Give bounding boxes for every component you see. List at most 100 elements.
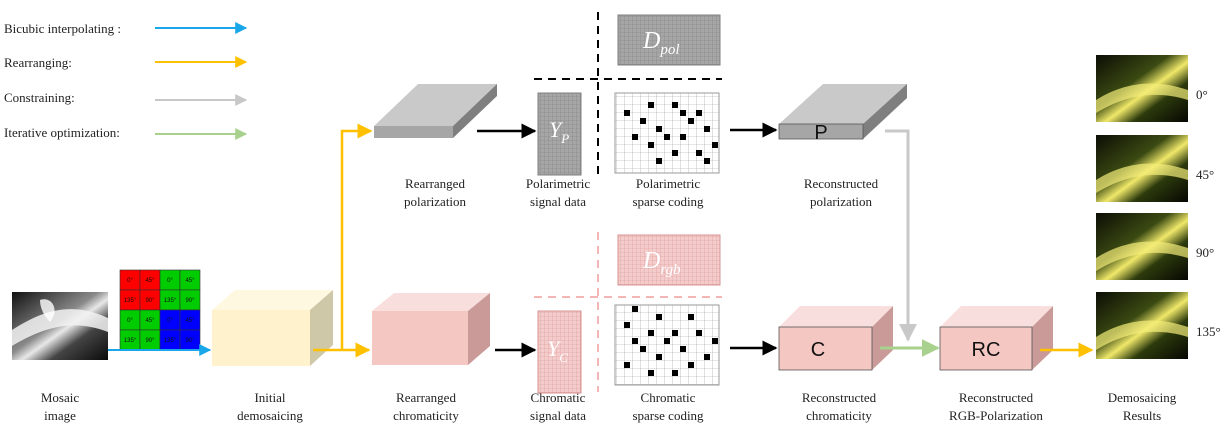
sparse-coefficient bbox=[648, 330, 654, 336]
angle-label: 135° bbox=[1196, 324, 1221, 339]
sparse-coefficient bbox=[632, 134, 638, 140]
sparse-coefficient bbox=[656, 158, 662, 164]
mosaic-cell-label: 135° bbox=[124, 338, 137, 344]
polarimetric-signal-data: YP bbox=[537, 92, 582, 176]
sparse-coefficient bbox=[656, 354, 662, 360]
mosaic-cell-label: 90° bbox=[145, 338, 155, 344]
label-initial-line1: Initial bbox=[254, 390, 285, 405]
reconstructed-polarization-slab: P bbox=[778, 84, 907, 144]
result-highlight bbox=[1096, 241, 1188, 271]
sparse-coefficient bbox=[632, 338, 638, 344]
arrow-constraining bbox=[885, 129, 917, 342]
mosaic-cell-label: 45° bbox=[145, 278, 155, 284]
sparse-coefficient bbox=[712, 142, 718, 148]
legend-label-constraining: Constraining: bbox=[4, 90, 75, 105]
mosaic-cell-label: 0° bbox=[167, 278, 173, 284]
label-recon-chr-line2: chromaticity bbox=[806, 408, 872, 423]
sparse-coefficient bbox=[712, 338, 718, 344]
symbol-yc: YC bbox=[547, 336, 568, 365]
rearranged-polarization-slab bbox=[374, 84, 497, 138]
sparse-coefficient bbox=[624, 362, 630, 368]
sparse-coefficient bbox=[672, 370, 678, 376]
label-mosaic-line2: image bbox=[44, 408, 76, 423]
mosaic-cell-label: 45° bbox=[185, 278, 195, 284]
label-recon-pol-line1: Reconstructed bbox=[804, 176, 879, 191]
label-rearr-chr-line2: chromaticity bbox=[393, 408, 459, 423]
label-pol-signal-line2: signal data bbox=[530, 194, 586, 209]
sparse-coefficient bbox=[680, 346, 686, 352]
dictionary-drgb: Drgb bbox=[617, 234, 721, 286]
mosaic-cell-label: 90° bbox=[145, 298, 155, 304]
sparse-coefficient bbox=[696, 330, 702, 336]
mosaic-image bbox=[12, 292, 108, 360]
mosaic-cell-label: 0° bbox=[127, 278, 133, 284]
mosaic-cell-label: 135° bbox=[124, 298, 137, 304]
sparse-coefficient bbox=[656, 314, 662, 320]
sparse-coefficient bbox=[648, 102, 654, 108]
cube-letter-rc: RC bbox=[972, 339, 1001, 361]
label-chr-sparse-line1: Chromatic bbox=[641, 390, 696, 405]
sparse-coefficient bbox=[696, 150, 702, 156]
reconstructed-chromaticity-cube: C bbox=[778, 306, 893, 371]
sparse-coefficient bbox=[672, 330, 678, 336]
sparse-coefficient bbox=[640, 346, 646, 352]
result-highlight bbox=[1096, 320, 1188, 350]
mosaic-cell-label: 0° bbox=[127, 318, 133, 324]
label-rearr-pol-line2: polarization bbox=[404, 194, 467, 209]
sparse-coefficient bbox=[632, 306, 638, 312]
sparse-coefficient bbox=[680, 134, 686, 140]
dictionary-dpol: Dpol bbox=[617, 14, 721, 66]
label-recon-pol-line2: polarization bbox=[810, 194, 873, 209]
sparse-coefficient bbox=[624, 322, 630, 328]
polarimetric-sparse-coding bbox=[614, 92, 720, 174]
sparse-coefficient bbox=[688, 362, 694, 368]
sparse-coefficient bbox=[664, 134, 670, 140]
mosaic-cell-label: 90° bbox=[185, 298, 195, 304]
chromatic-signal-data: YC bbox=[537, 310, 582, 394]
sparse-coefficient bbox=[696, 110, 702, 116]
label-recon-chr-line1: Reconstructed bbox=[802, 390, 877, 405]
result-highlight bbox=[1096, 163, 1188, 193]
sparse-coefficient bbox=[640, 118, 646, 124]
sparse-coefficient bbox=[664, 338, 670, 344]
label-initial-line2: demosaicing bbox=[237, 408, 303, 423]
cube-letter-c: C bbox=[811, 339, 825, 361]
label-chr-signal-line1: Chromatic bbox=[531, 390, 586, 405]
cube-letter-p: P bbox=[814, 122, 827, 144]
mosaic-cell-label: 45° bbox=[185, 318, 195, 324]
symbol-yp: YP bbox=[549, 117, 569, 146]
legend-label-rearranging: Rearranging: bbox=[4, 55, 72, 70]
sparse-coefficient bbox=[704, 126, 710, 132]
sparse-coefficient bbox=[704, 158, 710, 164]
label-rearr-chr-line1: Rearranged bbox=[396, 390, 456, 405]
sparse-coefficient bbox=[672, 150, 678, 156]
rearranged-chromaticity-cube bbox=[372, 293, 490, 365]
label-chr-signal-line2: signal data bbox=[530, 408, 586, 423]
legend-label-iterative: Iterative optimization: bbox=[4, 125, 120, 140]
label-chr-sparse-line2: sparse coding bbox=[632, 408, 704, 423]
result-highlight bbox=[1096, 83, 1188, 113]
sparse-coefficient bbox=[656, 126, 662, 132]
angle-label: 45° bbox=[1196, 167, 1214, 182]
mosaic-cell-label: 90° bbox=[185, 338, 195, 344]
chromatic-sparse-coding bbox=[614, 304, 720, 386]
angle-label: 90° bbox=[1196, 245, 1214, 260]
svg-text:Dpol: Dpol bbox=[642, 28, 680, 58]
sparse-coefficient bbox=[624, 110, 630, 116]
demosaicing-results: 0° 45° 90° 135° bbox=[1096, 55, 1221, 359]
mosaic-cell-label: 45° bbox=[145, 318, 155, 324]
label-pol-sparse-line2: sparse coding bbox=[632, 194, 704, 209]
label-rearr-pol-line1: Rearranged bbox=[405, 176, 465, 191]
angle-label: 0° bbox=[1196, 87, 1208, 102]
polarization-mosaic-grid: 0° 45° 0° 45° 135° 90° 135° 90° 0° 45° 0° 45° 135° 90… bbox=[119, 269, 201, 351]
mosaic-cell-label: 135° bbox=[164, 298, 177, 304]
mosaic-cell-label: 135° bbox=[164, 338, 177, 344]
sparse-coefficient bbox=[688, 118, 694, 124]
arrow-rearrange-polarization bbox=[340, 123, 373, 350]
svg-text:Drgb: Drgb bbox=[642, 248, 681, 278]
label-results-line2: Results bbox=[1123, 408, 1161, 423]
initial-demosaicing-cube bbox=[212, 290, 333, 366]
legend: Bicubic interpolating : Rearranging: Con… bbox=[4, 21, 248, 140]
mosaic-cell-label: 0° bbox=[167, 318, 173, 324]
sparse-coefficient bbox=[680, 110, 686, 116]
